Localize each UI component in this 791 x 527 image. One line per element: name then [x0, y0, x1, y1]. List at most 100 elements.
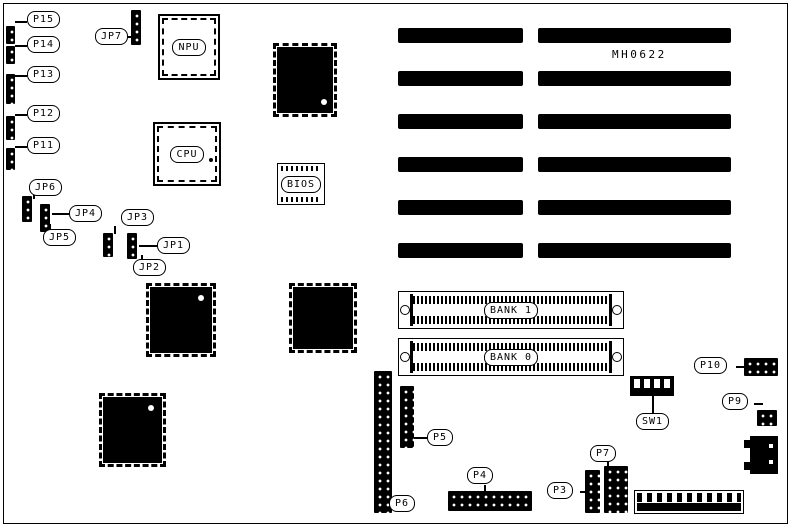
leader-line	[580, 491, 586, 493]
callout-p14: P14	[27, 36, 61, 53]
leader-line	[33, 195, 35, 199]
pin-header-p15	[6, 26, 15, 44]
leader-line	[754, 403, 763, 405]
pin-header-p3	[585, 470, 600, 513]
power-edge-connector	[634, 490, 744, 514]
callout-sw1: SW1	[636, 413, 670, 430]
pin-header-p14	[6, 46, 15, 64]
pin-header-p10	[744, 358, 778, 376]
pin-header-jp3	[103, 233, 113, 257]
pin-header-jp4-jp5	[40, 204, 50, 232]
keyboard-connector-tab	[744, 440, 750, 448]
isa-slot-row5-left	[398, 200, 523, 215]
dip-switch-sw1	[630, 376, 674, 396]
simm-mount-hole	[400, 352, 410, 362]
simm-mount-hole	[612, 352, 622, 362]
part-number-text: MH0622	[612, 48, 667, 61]
leader-line	[141, 255, 143, 261]
bios-pins-top	[281, 166, 321, 171]
callout-p11: P11	[27, 137, 61, 154]
dip-switch-3	[654, 379, 660, 388]
bank0-label: BANK 0	[483, 348, 539, 366]
isa-slot-row6-right	[538, 243, 731, 258]
leader-line	[607, 462, 609, 467]
connector-base	[637, 503, 741, 511]
keyboard-pin	[769, 444, 773, 448]
bank1-label: BANK 1	[483, 301, 539, 319]
leader-line	[652, 396, 654, 414]
pin-header-jp7	[131, 10, 141, 45]
leader-line	[15, 45, 27, 47]
callout-p4: P4	[467, 467, 494, 484]
cpu-socket: CPU	[153, 122, 221, 186]
callout-p6: P6	[389, 495, 416, 512]
connector-teeth	[637, 493, 741, 502]
isa-slot-row2-left	[398, 71, 523, 86]
callout-p3: P3	[547, 482, 574, 499]
npu-label: NPU	[172, 38, 206, 56]
callout-jp1: JP1	[157, 237, 191, 254]
simm-mount-hole	[400, 305, 410, 315]
isa-slot-row2-right	[538, 71, 731, 86]
pin-header-p11	[6, 148, 15, 170]
callout-p7: P7	[590, 445, 617, 462]
simm-end-bar	[609, 294, 612, 326]
keyboard-connector	[750, 436, 778, 474]
leader-line	[15, 114, 27, 116]
callout-jp5: JP5	[43, 229, 77, 246]
dip-switch-2	[644, 379, 650, 388]
qfp-pin-fringe	[146, 283, 216, 357]
isa-slot-row4-left	[398, 157, 523, 172]
simm-socket-bank0: BANK 0	[398, 338, 624, 376]
bios-chip: BIOS	[277, 163, 325, 205]
isa-slot-row4-right	[538, 157, 731, 172]
cpu-label: CPU	[170, 145, 204, 163]
callout-p10: P10	[694, 357, 728, 374]
pin-header-jp6	[22, 196, 32, 222]
qfp-chip-midleft	[146, 283, 216, 357]
qfp-chip-top	[273, 43, 337, 117]
simm-contacts	[413, 363, 609, 371]
callout-p9: P9	[722, 393, 749, 410]
pin-header-jp1-jp2	[127, 233, 137, 259]
callout-jp7: JP7	[95, 28, 129, 45]
pin-header-p7	[604, 466, 628, 513]
qfp-chip-bottomleft	[99, 393, 166, 467]
callout-p13: P13	[27, 66, 61, 83]
pin-header-p6	[374, 371, 392, 513]
bios-label: BIOS	[280, 175, 322, 193]
cpu-pin-ring	[157, 126, 217, 182]
cpu-pin1-dot	[209, 158, 213, 162]
callout-p12: P12	[27, 105, 61, 122]
pin-header-p5	[400, 386, 414, 448]
simm-end-bar	[410, 294, 413, 326]
simm-contacts	[413, 316, 609, 324]
board-outline	[3, 3, 788, 524]
pin-header-p12	[6, 116, 15, 140]
keyboard-pin	[769, 460, 773, 464]
isa-slot-row3-right	[538, 114, 731, 129]
callout-jp2: JP2	[133, 259, 167, 276]
isa-slot-row1-left	[398, 28, 523, 43]
isa-slot-row3-left	[398, 114, 523, 129]
leader-line	[15, 21, 27, 23]
npu-pin-ring	[162, 18, 216, 76]
simm-mount-hole	[612, 305, 622, 315]
callout-jp6: JP6	[29, 179, 63, 196]
callout-jp3: JP3	[121, 209, 155, 226]
leader-line	[484, 485, 486, 492]
connector-p9	[757, 410, 777, 426]
qfp-pin1-dot	[148, 405, 154, 411]
bios-pins-bottom	[281, 197, 321, 202]
leader-line	[414, 437, 427, 439]
isa-slot-row5-right	[538, 200, 731, 215]
qfp-pin-fringe	[99, 393, 166, 467]
qfp-pin1-dot	[321, 99, 327, 105]
simm-contacts	[413, 343, 609, 351]
isa-slot-row6-left	[398, 243, 523, 258]
qfp-pin1-dot	[198, 295, 204, 301]
leader-line	[49, 224, 51, 230]
callout-p15: P15	[27, 11, 61, 28]
pin-header-p4	[448, 491, 532, 511]
